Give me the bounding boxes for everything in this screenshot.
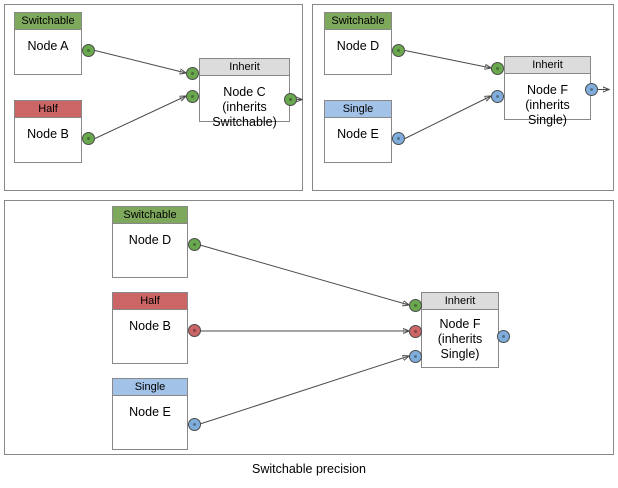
node-d-header-bottom: Switchable [113,207,187,224]
port-node-f-in-1-bottom[interactable] [409,298,422,312]
node-f-body-bottom: Node F (inherits Single) [437,316,483,361]
port-node-c-out[interactable] [284,93,297,106]
port-node-b-out-bottom[interactable] [188,324,201,337]
node-e-body-top: Node E [337,127,379,141]
node-e-header-top: Single [325,101,391,118]
node-box-node-b-bottom[interactable]: Half Node B [112,292,188,364]
node-b-body: Node B [27,127,69,141]
port-node-d-out-bottom[interactable] [188,238,201,251]
port-node-c-in-1[interactable] [186,66,199,80]
node-box-node-f-bottom[interactable]: Inherit Node F (inherits Single) [421,292,499,368]
node-box-node-a[interactable]: Switchable Node A [14,12,82,75]
port-node-e-out-top[interactable] [392,132,405,145]
node-e-body-bottom: Node E [129,405,171,419]
node-box-node-b-top-left[interactable]: Half Node B [14,100,82,163]
port-node-f-in-3-bottom[interactable] [409,349,422,363]
port-node-b-out[interactable] [82,132,95,145]
port-node-a-out[interactable] [82,44,95,57]
node-box-node-e-bottom[interactable]: Single Node E [112,378,188,450]
port-node-f-in-2-bottom[interactable] [409,324,422,338]
port-node-c-in-2[interactable] [186,89,199,103]
node-f-header-bottom: Inherit [422,293,498,310]
port-node-e-out-bottom[interactable] [188,417,201,431]
diagram-caption: Switchable precision [252,462,366,476]
node-f-body-top: Node F (inherits Single) [525,83,570,127]
node-box-node-c[interactable]: Inherit Node C (inherits Switchable) [199,58,290,129]
node-box-node-e-top-right[interactable]: Single Node E [324,100,392,163]
node-c-body: Node C (inherits Switchable) [212,85,277,129]
port-node-f-out-top[interactable] [585,83,598,96]
node-d-body-top: Node D [336,39,380,53]
port-node-d-out-top[interactable] [392,44,405,57]
node-a-body: Node A [27,39,69,53]
node-d-body-bottom: Node D [128,233,172,247]
port-node-f-out-bottom[interactable] [497,330,510,343]
node-b-body-bottom: Node B [129,319,171,333]
node-a-header: Switchable [15,13,81,30]
node-f-header-top: Inherit [505,57,590,74]
node-b-header: Half [15,101,81,118]
port-node-f-in-1-top[interactable] [491,61,504,75]
panel-bottom [4,200,614,455]
node-d-header-top: Switchable [325,13,391,30]
node-box-node-f-top-right[interactable]: Inherit Node F (inherits Single) [504,56,591,127]
port-node-f-in-2-top[interactable] [491,89,504,103]
node-box-node-d-top-right[interactable]: Switchable Node D [324,12,392,75]
node-box-node-d-bottom[interactable]: Switchable Node D [112,206,188,278]
node-e-header-bottom: Single [113,379,187,396]
node-b-header-bottom: Half [113,293,187,310]
node-c-header: Inherit [200,59,289,76]
